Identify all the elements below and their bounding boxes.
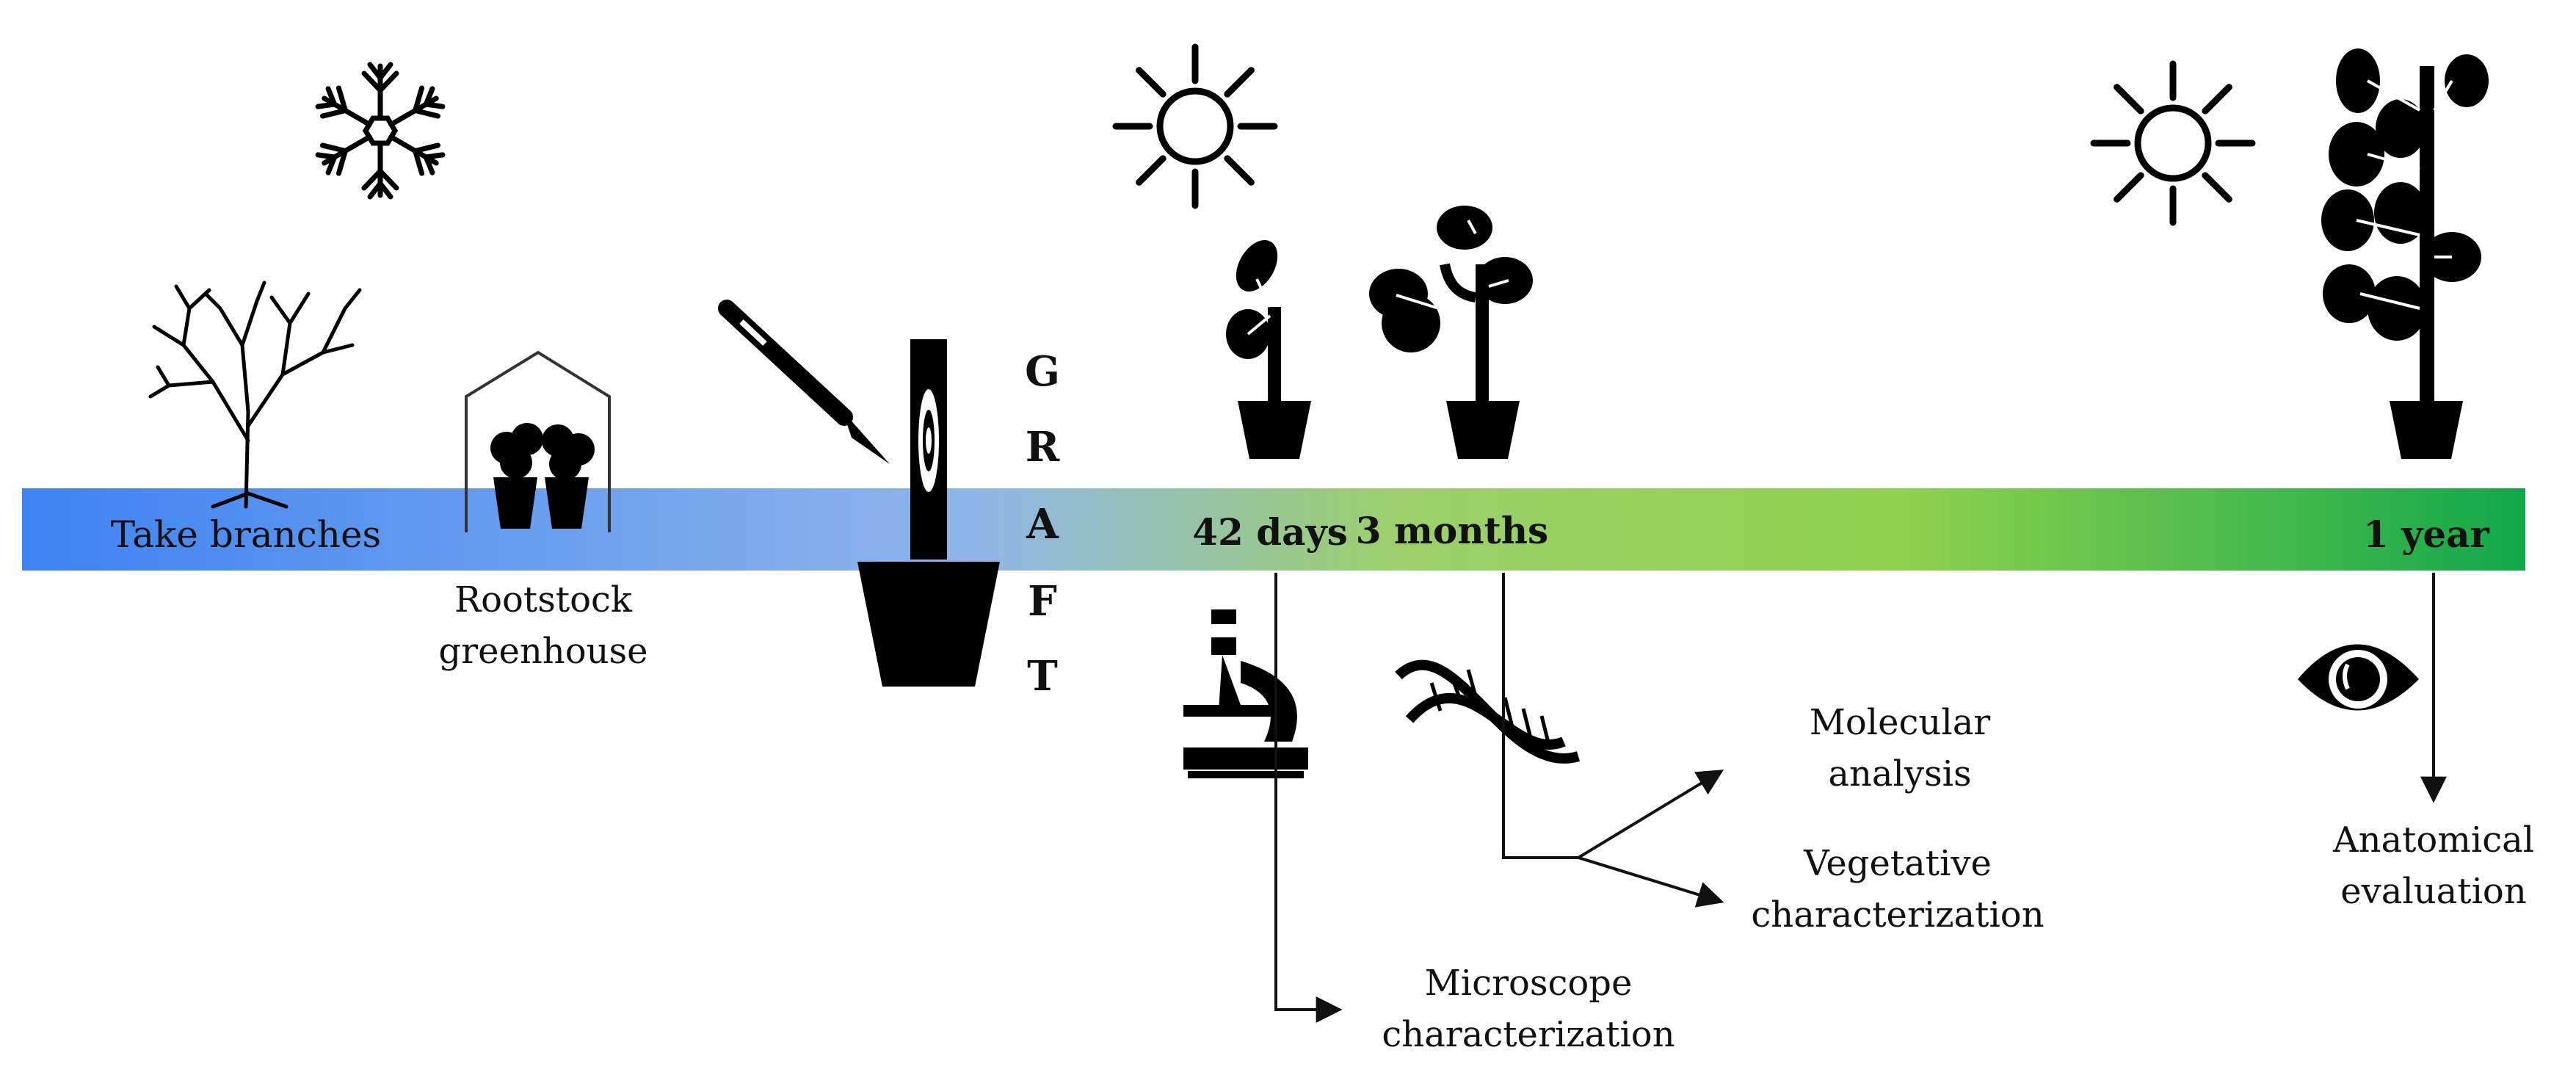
sun-icon <box>1116 43 1274 206</box>
anatomical-label-line2: evaluation <box>2340 871 2526 912</box>
milestone-42-days: 42 days <box>1192 510 1348 554</box>
vegetative-label-line1: Vegetative <box>1803 843 1992 884</box>
rootstock-label-line2: greenhouse <box>438 631 647 672</box>
young-plant-icon <box>1369 206 1533 459</box>
molecular-label-line1: Molecular <box>1810 702 1991 743</box>
milestone-1-year: 1 year <box>2363 513 2489 556</box>
seedling-icon <box>1226 239 1311 459</box>
graft-letter-f: F <box>1028 577 1057 626</box>
grown-plant-icon <box>2321 48 2489 459</box>
molecular-label-line2: analysis <box>1828 753 1971 794</box>
scalpel-icon <box>718 300 890 464</box>
anatomical-label-line1: Anatomical <box>2332 819 2534 861</box>
connector-lines <box>1274 573 2447 1023</box>
graft-label: G R A F T <box>1025 347 1060 701</box>
greenhouse-icon <box>465 350 611 532</box>
eye-icon <box>2298 644 2419 711</box>
microscope-label-line2: characterization <box>1382 1014 1675 1055</box>
graft-letter-a: A <box>1026 500 1059 549</box>
graft-letter-t: T <box>1027 652 1058 701</box>
graft-pot-icon <box>857 339 1000 687</box>
rootstock-label-line1: Rootstock <box>454 579 633 620</box>
graft-letter-g: G <box>1025 347 1060 396</box>
milestone-3-months: 3 months <box>1356 509 1548 552</box>
dna-icon <box>1395 659 1580 764</box>
tree-icon <box>148 280 362 509</box>
timeline-bar <box>22 488 2525 571</box>
vegetative-label-line2: characterization <box>1751 894 2044 935</box>
snowflake-icon <box>315 62 446 197</box>
graft-letter-r: R <box>1026 423 1060 471</box>
microscope-label-line1: Microscope <box>1425 963 1633 1004</box>
sun-icon <box>2094 64 2252 222</box>
take-branches-label: Take branches <box>111 513 381 556</box>
microscope-icon <box>1183 609 1308 778</box>
